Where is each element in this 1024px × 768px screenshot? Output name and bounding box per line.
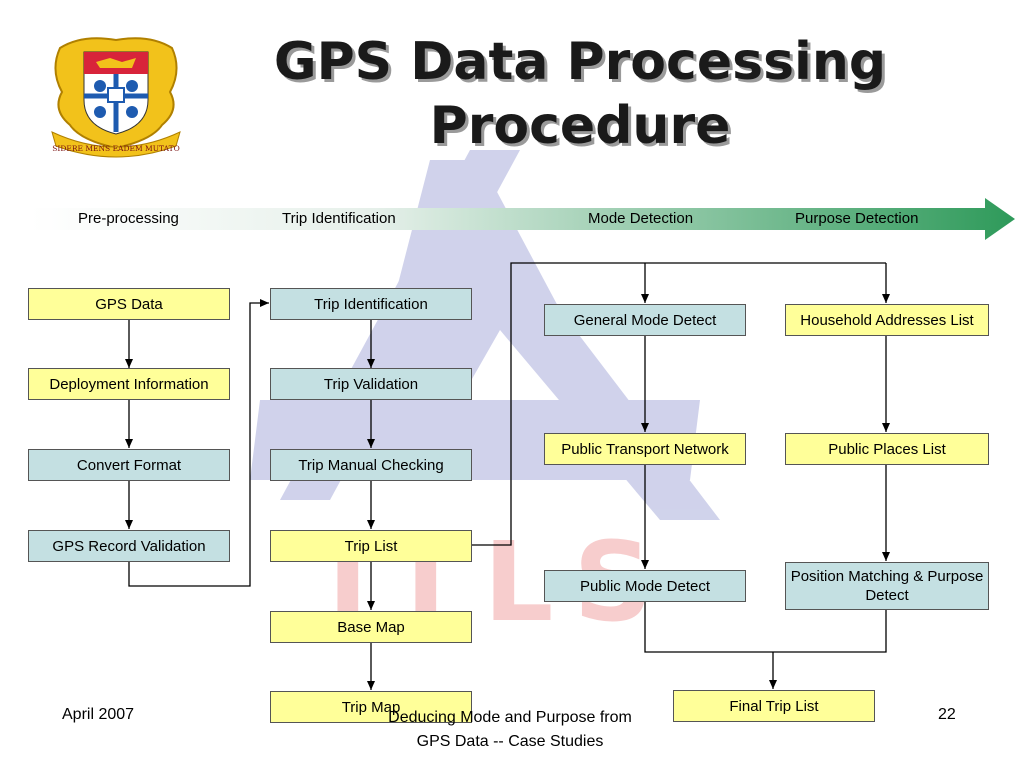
box-deployment-information: Deployment Information [28,368,230,400]
title-line-1: GPS Data Processing [273,32,887,92]
box-trip-validation: Trip Validation [270,368,472,400]
stage-pre-processing: Pre-processing [78,210,179,227]
box-public-mode-detect: Public Mode Detect [544,570,746,602]
box-gps-record-validation: GPS Record Validation [28,530,230,562]
stage-trip-identification: Trip Identification [282,210,396,227]
footer-subtitle: Deducing Mode and Purpose from GPS Data … [340,706,680,754]
box-gps-data: GPS Data [28,288,230,320]
footer-subtitle-line-1: Deducing Mode and Purpose from [388,709,632,726]
box-trip-list: Trip List [270,530,472,562]
slide-title: GPS Data Processing Procedure [230,30,930,158]
university-crest-logo: SIDERE MENS EADEM MUTATO [51,37,181,158]
footer-subtitle-line-2: GPS Data -- Case Studies [416,733,604,750]
box-general-mode-detect: General Mode Detect [544,304,746,336]
box-convert-format: Convert Format [28,449,230,481]
box-base-map: Base Map [270,611,472,643]
box-position-matching-purpose-detect: Position Matching & Purpose Detect [785,562,989,610]
box-public-places-list: Public Places List [785,433,989,465]
box-trip-identification: Trip Identification [270,288,472,320]
stage-mode-detection: Mode Detection [588,210,694,227]
title-line-2: Procedure [429,96,731,156]
box-final-trip-list: Final Trip List [673,690,875,722]
process-stage-arrow [30,198,1015,240]
footer-date: April 2007 [62,706,135,723]
page-number: 22 [938,706,956,723]
box-public-transport-network: Public Transport Network [544,433,746,465]
crest-motto: SIDERE MENS EADEM MUTATO [52,144,180,153]
box-trip-manual-checking: Trip Manual Checking [270,449,472,481]
box-household-addresses-list: Household Addresses List [785,304,989,336]
stage-purpose-detection: Purpose Detection [795,210,919,227]
box-trip-map: Trip Map [270,691,472,723]
